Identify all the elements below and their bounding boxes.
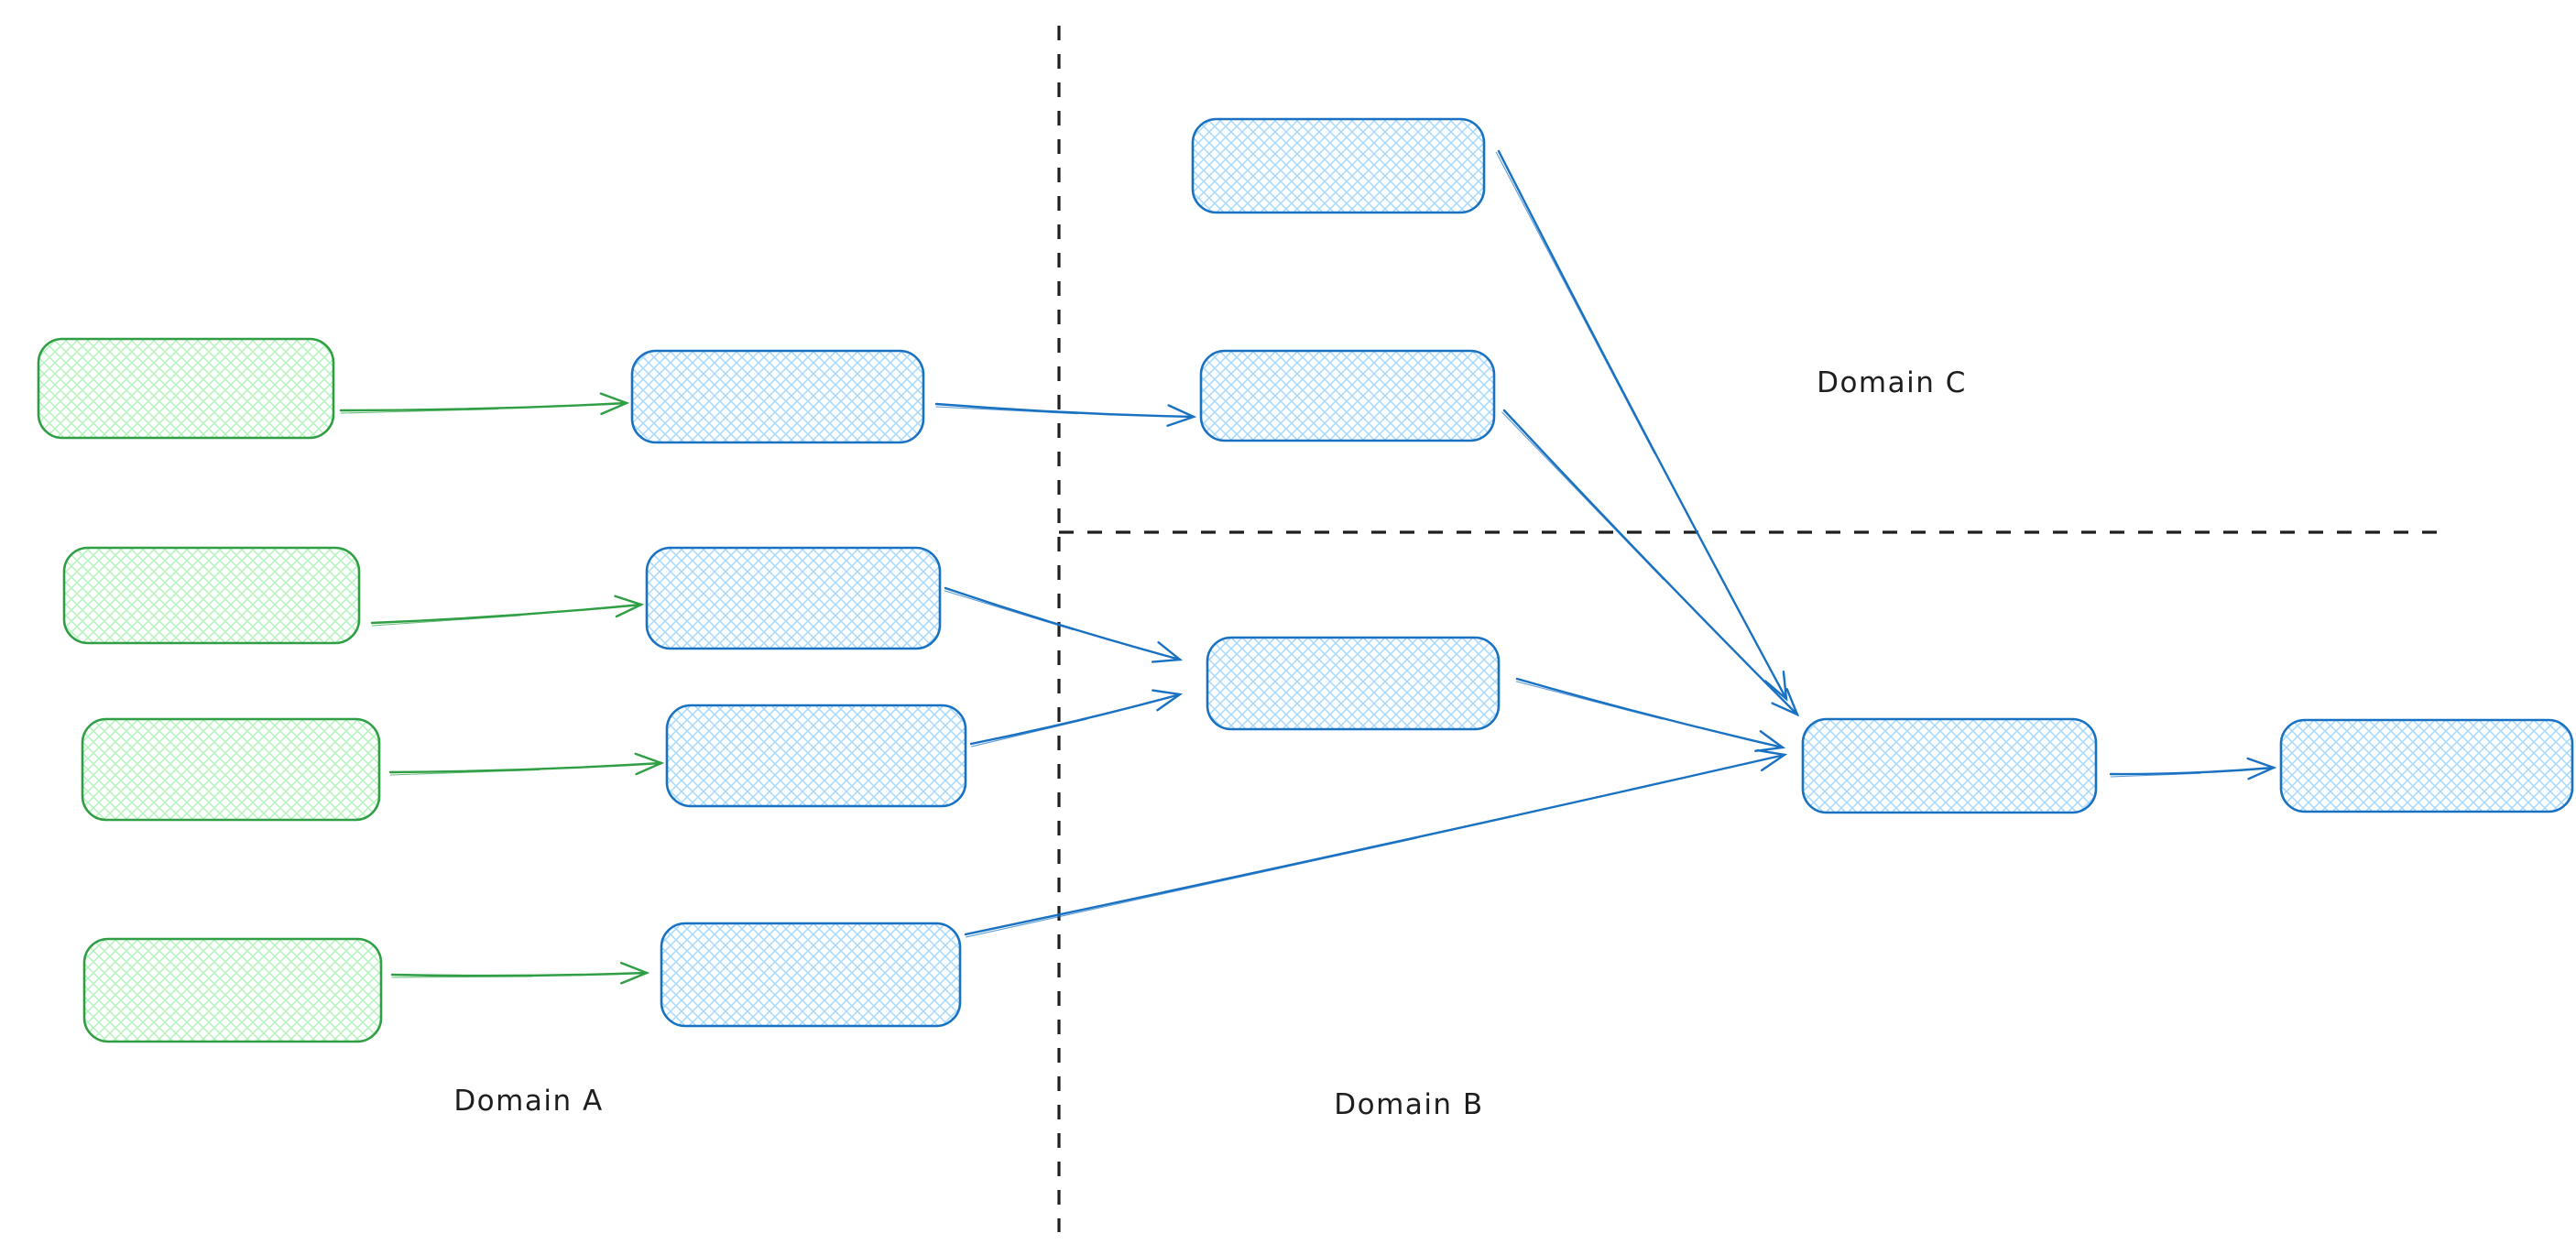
domain-b-label: Domain B <box>1334 1088 1483 1121</box>
arrow-ctop-to-sink <box>1495 149 1788 702</box>
green-box-1 <box>37 337 335 440</box>
arrow-green-4 <box>390 961 650 985</box>
blue-box-final <box>2279 718 2574 813</box>
domain-c-label: Domain C <box>1817 366 1967 399</box>
blue-box-a3 <box>665 704 967 808</box>
blue-box-b-mid <box>1206 636 1501 731</box>
arrow-green-2 <box>370 595 645 627</box>
blue-box-c-top <box>1191 117 1486 214</box>
arrow-green-3 <box>388 752 665 776</box>
arrow-btop-to-sink <box>1501 409 1800 717</box>
blue-box-a4 <box>660 922 962 1028</box>
arrow-a4-to-sink <box>964 748 1788 938</box>
blue-box-a1 <box>630 349 925 444</box>
green-box-3 <box>81 717 381 822</box>
arrow-bmid-to-sink <box>1515 677 1786 752</box>
domain-a-label: Domain A <box>453 1085 603 1118</box>
green-box-4 <box>82 937 383 1043</box>
arrow-sink-to-final <box>2109 757 2277 780</box>
arrow-green-1 <box>339 392 630 416</box>
arrow-a3-to-bmid <box>969 689 1184 748</box>
blue-box-b-top <box>1199 349 1496 442</box>
arrow-a2-to-bmid <box>944 586 1184 663</box>
green-box-2 <box>62 546 361 645</box>
blue-box-a2 <box>645 546 942 650</box>
blue-box-sink <box>1801 717 2098 814</box>
arrow-a1-to-btop <box>934 402 1197 427</box>
